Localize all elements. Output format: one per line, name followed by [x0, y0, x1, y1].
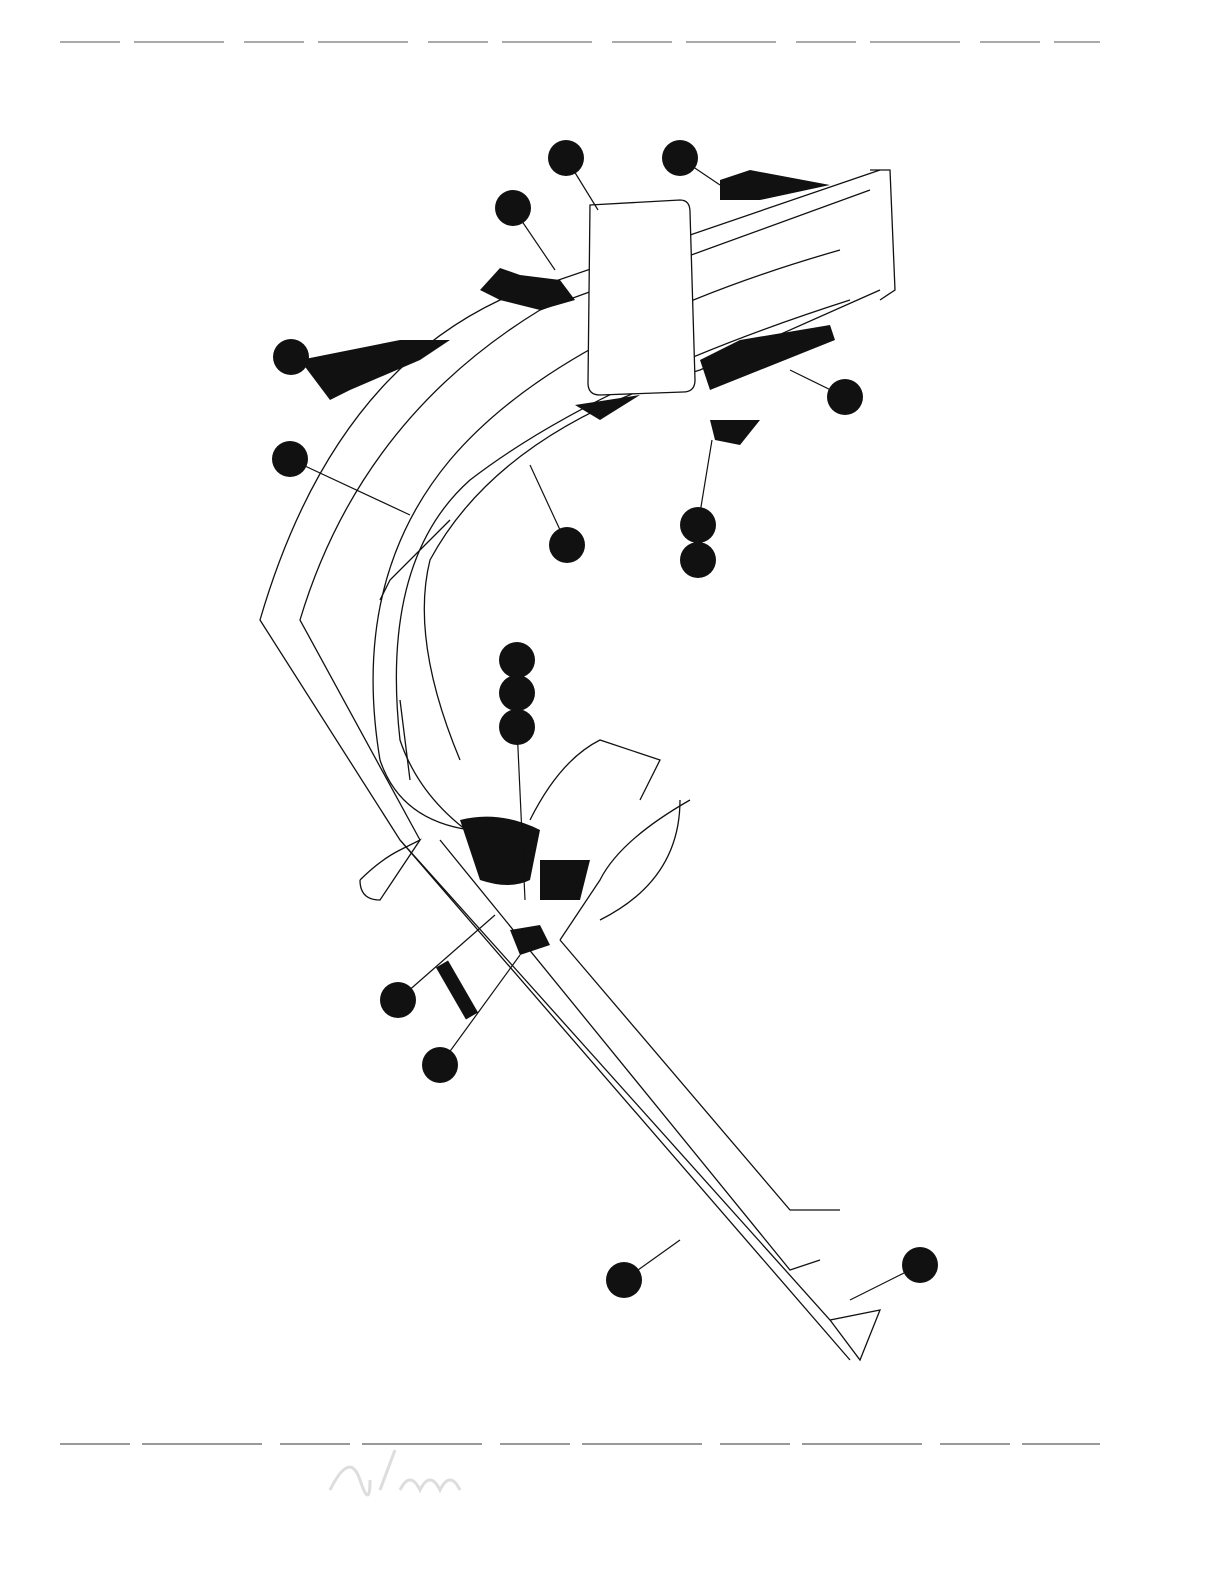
callout [680, 507, 716, 543]
callout [499, 675, 535, 711]
callout-markers [272, 140, 938, 1298]
callout [273, 339, 309, 375]
callout [680, 542, 716, 578]
callout [902, 1247, 938, 1283]
bracket-parts [300, 170, 835, 1020]
callout [422, 1047, 458, 1083]
mounting-plate [587, 199, 696, 396]
callout [548, 140, 584, 176]
callout [380, 982, 416, 1018]
callout [827, 379, 863, 415]
leader-lines [289, 157, 921, 1301]
callout [495, 190, 531, 226]
callout [499, 642, 535, 678]
callout [499, 709, 535, 745]
callout [272, 441, 308, 477]
callout [549, 527, 585, 563]
callout [662, 140, 698, 176]
footer-logo [328, 1449, 462, 1497]
callout [606, 1262, 642, 1298]
